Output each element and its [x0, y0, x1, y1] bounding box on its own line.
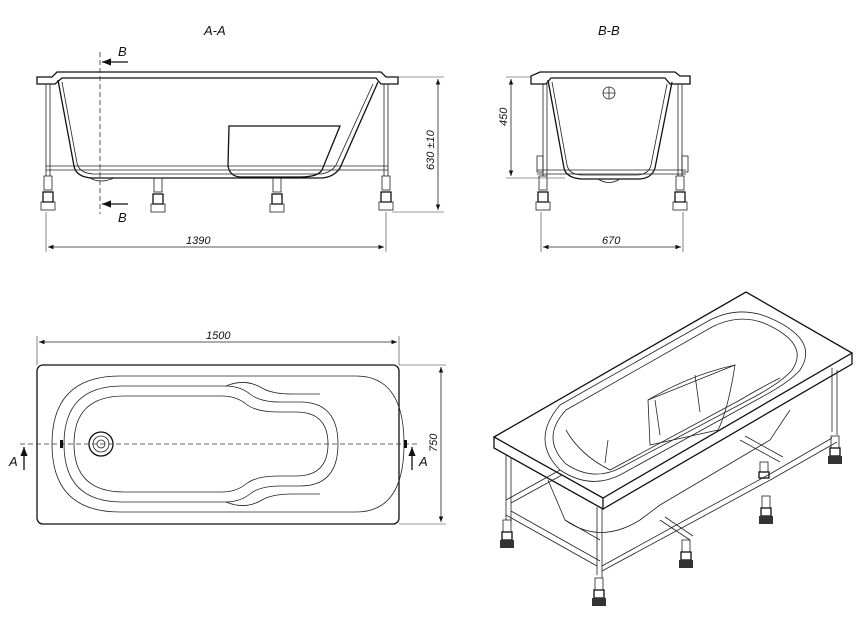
dim-end-width: 670	[602, 235, 621, 247]
end-leg-1	[535, 175, 551, 211]
cut-b-bottom-label: B	[118, 210, 127, 225]
dim-top-length: 1500	[206, 330, 231, 342]
end-leg-2	[672, 175, 688, 211]
iso-leg-3	[679, 539, 693, 568]
side-leg-1	[40, 175, 56, 211]
cut-b-top-label: B	[118, 44, 127, 59]
iso-leg-5	[828, 435, 842, 464]
isometric-view	[492, 291, 854, 606]
dim-end-depth: 450	[498, 107, 510, 126]
side-leg-3	[269, 177, 285, 213]
cut-a-left-label: A	[8, 454, 18, 469]
dim-side-height: 630 ±10	[425, 129, 437, 170]
side-leg-4	[378, 175, 394, 211]
section-bb-view: B-B 450 670	[498, 23, 691, 252]
iso-leg-1	[500, 519, 514, 548]
dim-top-width: 750	[428, 433, 440, 452]
dim-side-length: 1390	[186, 235, 211, 247]
top-view: A A 1500 750	[8, 330, 446, 525]
cut-a-right-label: A	[418, 454, 428, 469]
side-leg-2	[150, 177, 166, 213]
section-aa-view: A-A B B 1390	[36, 23, 444, 252]
section-aa-title: A-A	[203, 23, 226, 38]
iso-leg-6	[758, 461, 770, 479]
iso-leg-4	[759, 495, 773, 524]
section-bb-title: B-B	[598, 23, 620, 38]
iso-leg-2	[592, 577, 606, 606]
